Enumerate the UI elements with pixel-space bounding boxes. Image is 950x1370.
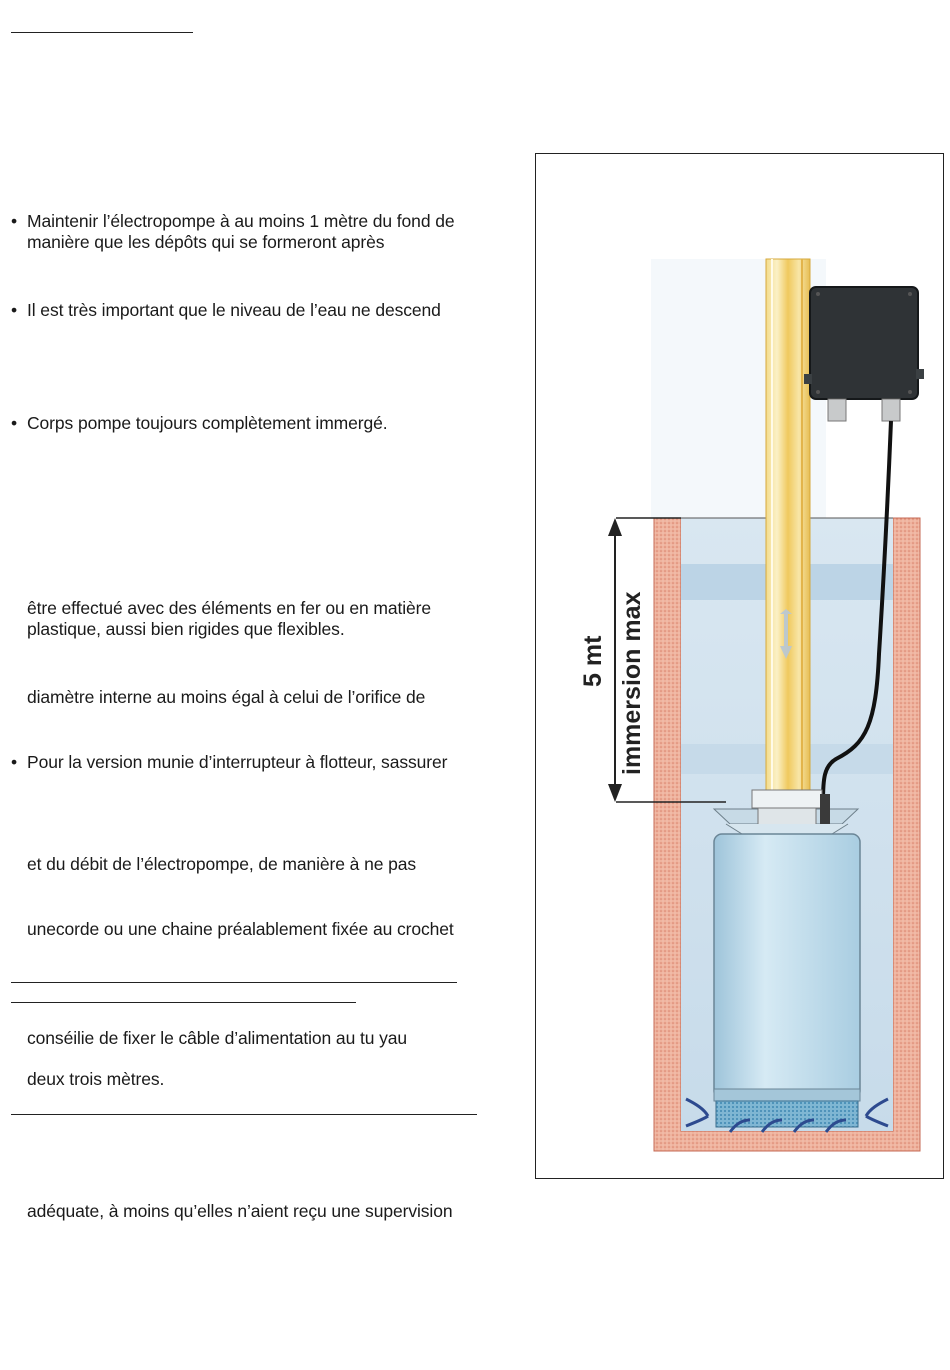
box-mount — [916, 369, 924, 379]
section-rule-2 — [11, 1002, 356, 1003]
text-line: Pour la version munie d’interrupteur à f… — [27, 752, 448, 772]
intake-flow-arrows — [685, 1097, 889, 1133]
cable-gland — [881, 398, 901, 422]
pump-base — [713, 1088, 861, 1102]
arrowhead-up-icon — [608, 518, 622, 536]
text-line: être effectué avec des éléments en fer o… — [27, 598, 432, 618]
text-line: Il est très important que le niveau de l… — [27, 300, 441, 320]
text-line: et du débit de l’électropompe, de manièr… — [27, 854, 417, 874]
text-line: adéquate, à moins qu’elles n’aient reçu … — [27, 1201, 453, 1221]
bullet-mark: • — [11, 300, 18, 320]
depth-value-label: 5 mt — [579, 635, 607, 687]
text-line: conséilie de fixer le câble d’alimentati… — [27, 1028, 408, 1048]
screw-icon — [908, 292, 912, 296]
screw-icon — [816, 292, 820, 296]
pump-outlet — [751, 789, 823, 809]
bullet-mark: • — [11, 211, 18, 231]
arrowhead-down-icon — [608, 784, 622, 802]
text-line: manière que les dépôts qui se formeront … — [27, 232, 385, 252]
flow-arrow-icon — [780, 609, 792, 659]
pump-body — [713, 833, 861, 1100]
section-rule-3 — [11, 1114, 477, 1115]
pump-cap — [725, 823, 849, 835]
text-line: Corps pompe toujours complètement immerg… — [27, 413, 388, 433]
heading-rule-top — [11, 32, 193, 33]
bullet-mark: • — [11, 413, 18, 433]
text-line: plastique, aussi bien rigides que flexib… — [27, 619, 345, 639]
section-rule-1 — [11, 982, 457, 983]
cable-inlet — [820, 794, 830, 832]
pump-diagram — [608, 258, 924, 1152]
power-cable — [821, 420, 893, 803]
text-line: Maintenir l’électropompe à au moins 1 mè… — [27, 211, 455, 231]
bullet-mark: • — [11, 752, 18, 772]
pump-installation-figure: 5 mt immersion max — [535, 153, 944, 1179]
text-line: deux trois mètres. — [27, 1069, 165, 1089]
text-line: unecorde ou une chaine préalablement fix… — [27, 919, 454, 939]
text-line: diamètre interne au moins égal à celui d… — [27, 687, 426, 707]
junction-box — [809, 286, 919, 400]
cable-gland — [827, 398, 847, 422]
screw-icon — [908, 390, 912, 394]
box-mount — [804, 374, 812, 384]
screw-icon — [816, 390, 820, 394]
depth-caption-label: immersion max — [618, 591, 646, 775]
